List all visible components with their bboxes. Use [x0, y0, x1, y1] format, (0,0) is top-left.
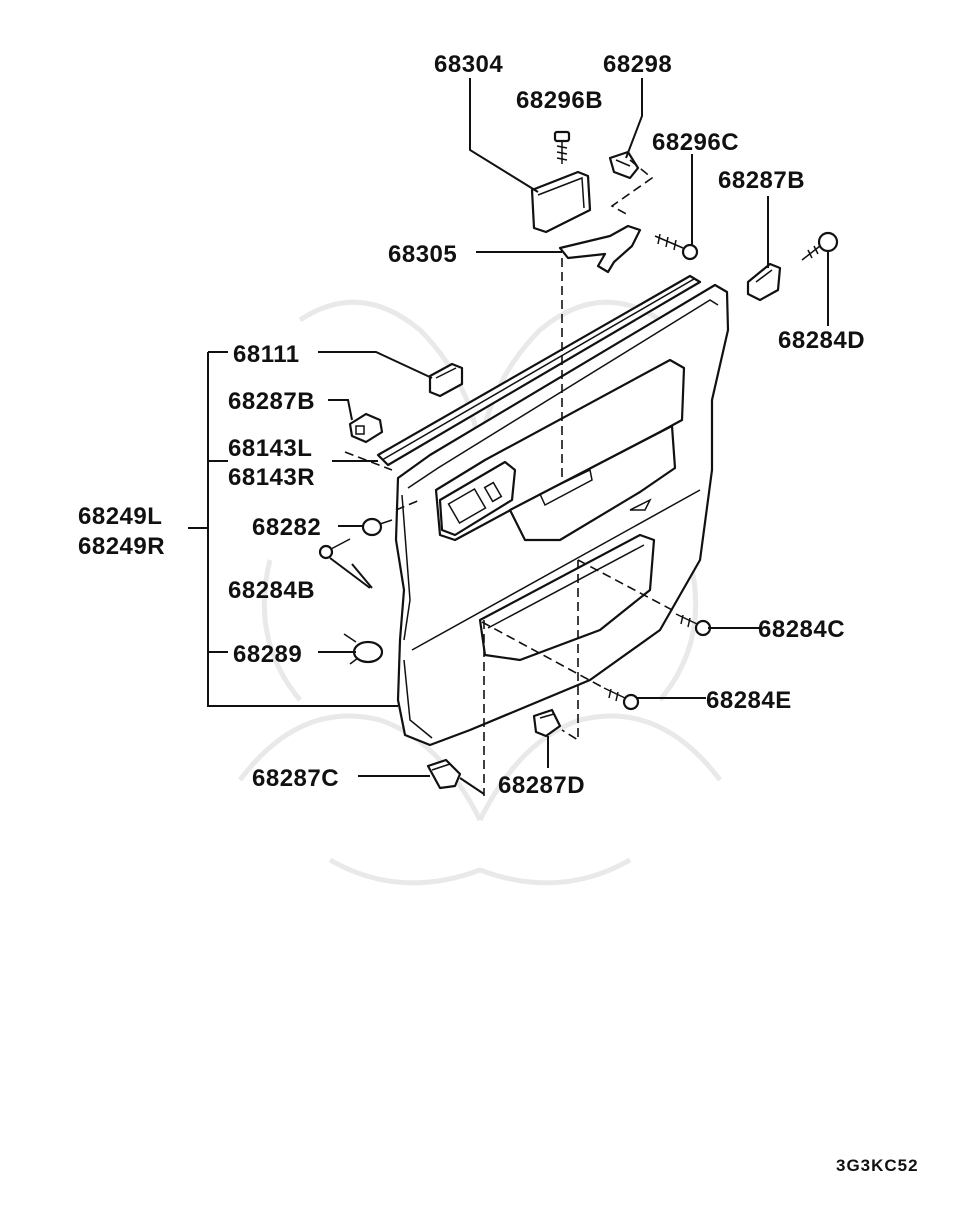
screw-68284d: [801, 231, 839, 261]
label-68284d: 68284D: [778, 327, 865, 354]
fastener-68289: [343, 633, 384, 665]
label-68298: 68298: [603, 51, 672, 78]
clip-68111: [428, 362, 464, 398]
nut-68298: [608, 150, 640, 180]
clip-68287c: [426, 758, 462, 790]
label-68287c: 68287C: [252, 765, 339, 792]
screw-68296b: [553, 130, 571, 164]
grommet-68282: [361, 517, 393, 537]
pull-handle-68304: [530, 170, 592, 234]
label-68296c: 68296C: [652, 129, 739, 156]
label-68282: 68282: [252, 514, 321, 541]
door-trim-panel: [394, 283, 730, 747]
label-68143l: 68143L: [228, 435, 312, 462]
dashed-alignment-lines: [344, 159, 677, 796]
label-68296b: 68296B: [516, 87, 603, 114]
label-68284b: 68284B: [228, 577, 315, 604]
screw-68284b: [318, 538, 351, 560]
clip-68287b-top: [746, 262, 782, 302]
screw-68296c: [654, 233, 699, 261]
screw-68284e: [603, 687, 640, 711]
leader-lines: [188, 78, 829, 795]
drawing-code: 3G3KC52: [836, 1156, 919, 1175]
clip-68287d: [532, 708, 562, 738]
label-68287d: 68287D: [498, 772, 585, 799]
label-68143r: 68143R: [228, 464, 315, 491]
label-68287b-left: 68287B: [228, 388, 315, 415]
label-68287b-top: 68287B: [718, 167, 805, 194]
clip-68287b-left: [348, 412, 384, 444]
label-68111: 68111: [233, 341, 300, 368]
label-68305: 68305: [388, 241, 457, 268]
weatherstrip: [376, 274, 702, 467]
label-68249r: 68249R: [78, 533, 165, 560]
label-68249l: 68249L: [78, 503, 162, 530]
bracket-68305: [558, 224, 642, 274]
label-68284e: 68284E: [706, 687, 792, 714]
part-labels: 68304 68298 68296B 68296C 68287B 68305 6…: [78, 51, 919, 1175]
label-68304: 68304: [434, 51, 503, 78]
label-68289: 68289: [233, 641, 302, 668]
label-68284c: 68284C: [758, 616, 845, 643]
